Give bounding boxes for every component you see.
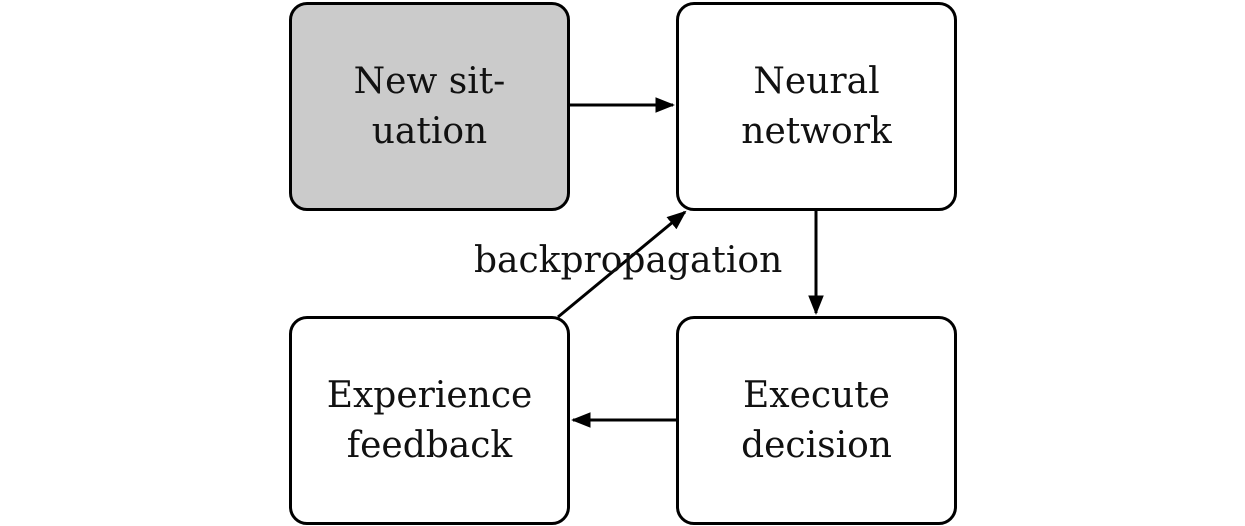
node-label-line: network — [741, 110, 892, 152]
node-new-situation: New sit- uation — [289, 2, 570, 211]
node-neural-network: Neural network — [676, 2, 957, 211]
node-label-line: New sit- — [353, 60, 506, 102]
node-execute-decision: Execute decision — [676, 316, 957, 525]
node-label-line: uation — [371, 110, 488, 152]
node-experience-feedback: Experience feedback — [289, 316, 570, 525]
node-label-line: Experience — [326, 374, 533, 416]
node-label-line: decision — [741, 424, 892, 466]
node-label-line: Execute — [742, 374, 890, 416]
node-label-line: Neural — [753, 60, 880, 102]
edge-label-backpropagation: backpropagation — [474, 240, 783, 281]
node-label-line: feedback — [346, 424, 513, 466]
